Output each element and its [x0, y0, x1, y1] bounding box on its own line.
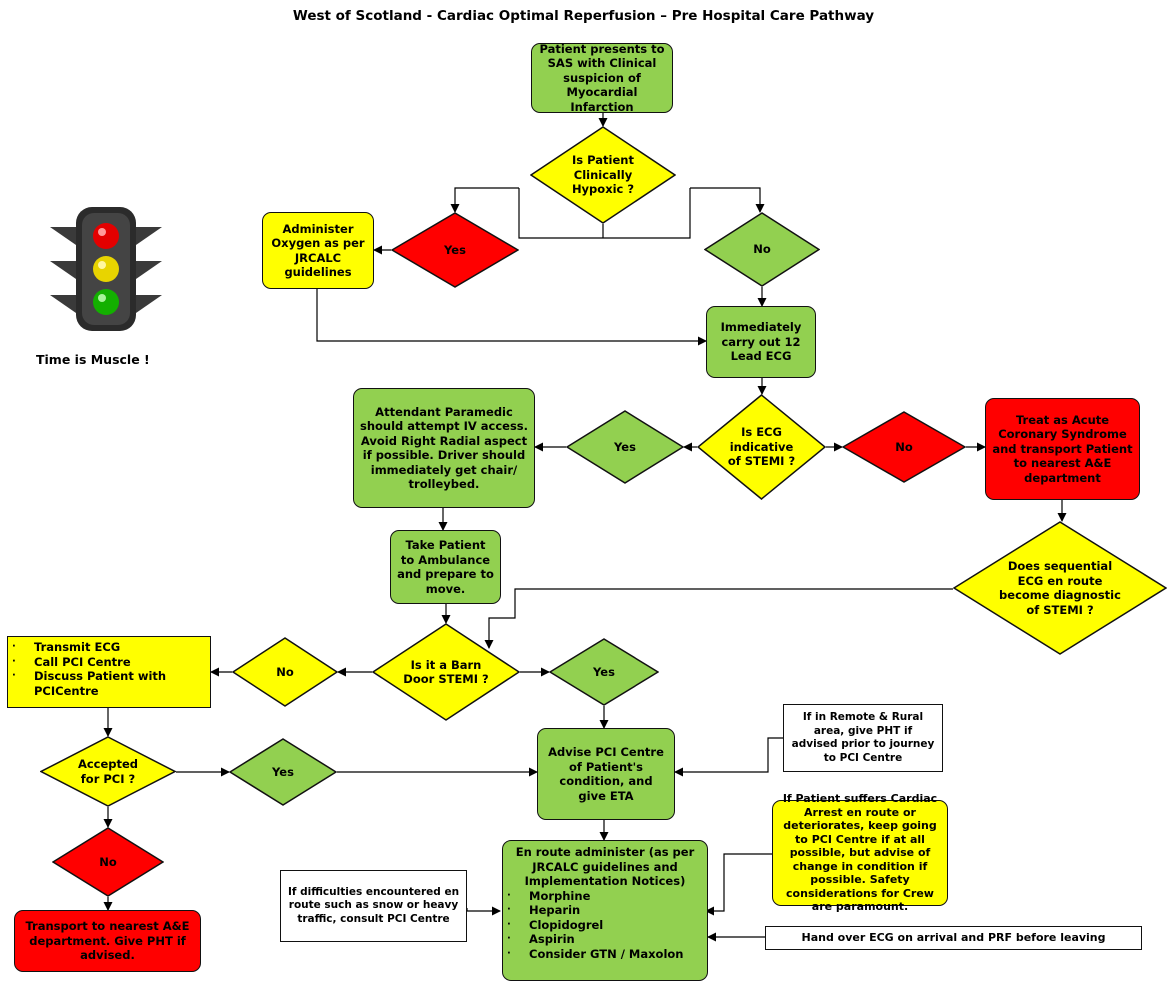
advise-pci-box: Advise PCI Centre of Patient's condition… [537, 728, 675, 820]
list-item: ·Morphine [507, 888, 591, 903]
barn-door-decision: Is it a Barn Door STEMI ? [372, 623, 520, 721]
oxygen-box: Administer Oxygen as per JRCALC guidelin… [262, 212, 374, 289]
no-decision-4: No [52, 827, 164, 897]
patient-presents-box: Patient presents to SAS with Clinical su… [531, 42, 673, 114]
en-route-box: En route administer (as per JRCALC guide… [502, 840, 708, 981]
yes-decision-3: Yes [549, 638, 659, 706]
yes-decision-4: Yes [229, 738, 337, 806]
list-item: ·Discuss Patient with PCICentre [12, 669, 167, 698]
cardiac-arrest-note: If Patient suffers Cardiac Arrest en rou… [772, 792, 948, 913]
ambulance-box: Take Patient to Ambulance and prepare to… [390, 530, 501, 604]
acs-box: Treat as Acute Coronary Syndrome and tra… [985, 398, 1140, 500]
list-item: ·Consider GTN / Maxolon [507, 946, 684, 961]
difficulties-note: If difficulties encountered en route suc… [280, 870, 467, 942]
list-item: ·Aspirin [507, 932, 575, 946]
no-decision-3: No [232, 637, 338, 707]
stemi-decision: Is ECG indicative of STEMI ? [697, 394, 826, 500]
en-route-header: En route administer (as per JRCALC guide… [515, 845, 695, 888]
handover-note: Hand over ECG on arrival and PRF before … [765, 926, 1142, 950]
list-item: ·Clopidogrel [507, 917, 604, 932]
list-item: ·Call PCI Centre [12, 654, 131, 669]
slogan: Time is Muscle ! [36, 352, 150, 367]
traffic-light-icon [50, 207, 162, 331]
transport-ae-box: Transport to nearest A&E department. Giv… [14, 910, 201, 972]
iv-access-box: Attendant Paramedic should attempt IV ac… [353, 388, 535, 508]
accepted-decision: Accepted for PCI ? [40, 736, 176, 807]
list-item: ·Transmit ECG [12, 640, 121, 654]
no-decision-1: No [704, 212, 820, 287]
yes-decision-2: Yes [566, 410, 684, 484]
sequential-ecg-decision: Does sequential ECG en route become diag… [953, 521, 1167, 655]
pci-actions-list: ·Transmit ECG ·Call PCI Centre ·Discuss … [7, 636, 211, 708]
list-item: ·Heparin [507, 903, 581, 917]
yes-decision-1: Yes [391, 212, 519, 288]
page-title: West of Scotland - Cardiac Optimal Reper… [292, 8, 875, 24]
remote-note-box: If in Remote & Rural area, give PHT if a… [783, 704, 943, 772]
no-decision-2: No [842, 411, 966, 483]
ecg-12-box: Immediately carry out 12 Lead ECG [706, 306, 816, 378]
hypoxic-decision: Is Patient Clinically Hypoxic ? [530, 126, 676, 224]
